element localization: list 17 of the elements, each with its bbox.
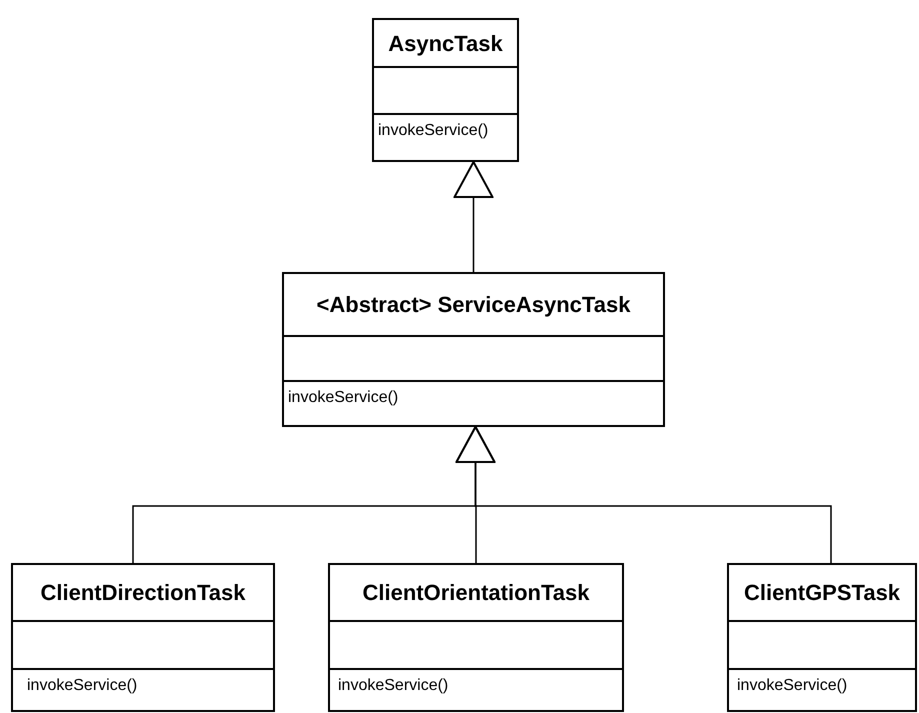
class-name: AsyncTask: [388, 30, 503, 58]
inheritance-arrow: [456, 426, 832, 563]
class-box: [328, 563, 624, 712]
class-box: [372, 18, 519, 162]
method-name: invokeService(): [288, 388, 398, 408]
class-box: [282, 272, 665, 427]
method-name: invokeService(): [737, 676, 848, 696]
class-name: ClientGPSTask: [744, 579, 900, 607]
method-name: invokeService(): [338, 676, 448, 696]
class-name: <Abstract> ServiceAsyncTask: [316, 291, 630, 319]
class-box: [11, 563, 275, 712]
class-name: ClientDirectionTask: [40, 579, 246, 607]
method-name: invokeService(): [27, 676, 138, 696]
class-box: [727, 563, 917, 712]
method-name: invokeService(): [378, 121, 488, 141]
inheritance-arrow: [454, 161, 494, 272]
class-name: ClientOrientationTask: [362, 579, 590, 607]
